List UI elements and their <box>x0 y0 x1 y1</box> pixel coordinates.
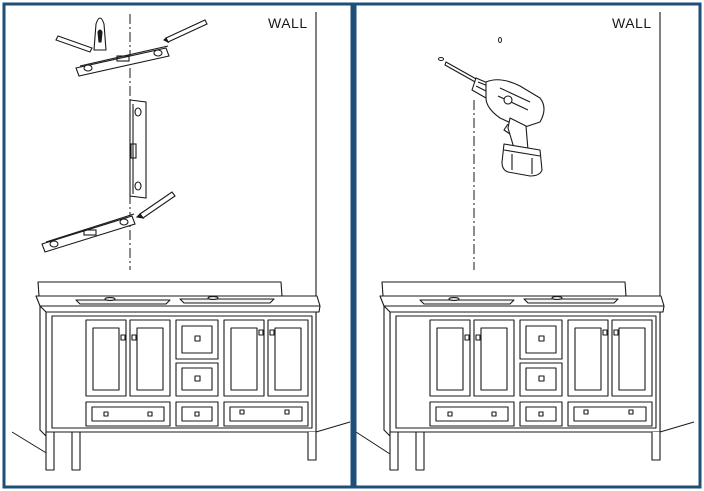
right-panel-border <box>353 2 702 489</box>
floor-line <box>11 431 49 455</box>
vanity-icon-right <box>379 281 665 471</box>
floor-line-right-panel-end <box>659 421 695 433</box>
wall-label-right: WALL <box>612 15 652 31</box>
drill-hole-marker-upper <box>498 37 502 43</box>
left-panel <box>11 12 351 471</box>
drill-icon <box>444 61 545 177</box>
right-panel <box>355 12 695 471</box>
level-icon-lower <box>41 191 176 253</box>
floor-line-right <box>315 421 351 433</box>
vanity-icon <box>35 281 321 471</box>
level-icon <box>55 19 208 77</box>
drill-hole-marker <box>438 57 444 61</box>
left-panel-border <box>2 2 354 489</box>
vertical-level-icon <box>129 99 147 199</box>
floor-line-right-panel <box>355 431 391 455</box>
wall-label-left: WALL <box>268 15 308 31</box>
wall-anchor-icon <box>93 17 107 51</box>
